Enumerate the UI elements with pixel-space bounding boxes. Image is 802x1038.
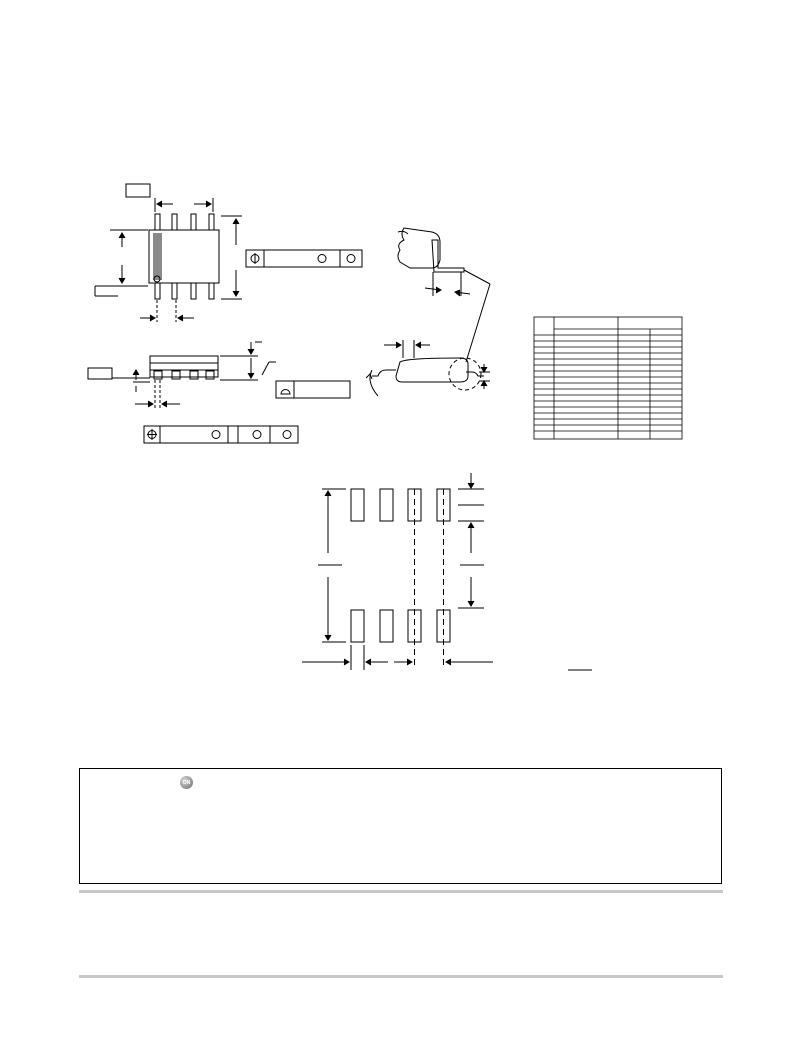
datum-tag-a <box>125 183 151 198</box>
pin1-marker <box>153 275 161 283</box>
top-view <box>94 183 242 322</box>
package-body-top <box>148 229 220 284</box>
logo-text: ON <box>182 779 191 786</box>
on-semiconductor-logo-icon: ON <box>180 776 193 789</box>
end-view <box>365 227 491 397</box>
contact-info-box <box>79 768 722 884</box>
pin1-stripe <box>153 233 162 280</box>
divider-rule-bottom <box>79 975 723 978</box>
detail-circle <box>448 357 482 391</box>
datum-tag-b <box>87 367 113 380</box>
side-view <box>87 341 276 408</box>
dimension-table <box>533 316 683 440</box>
feature-control-frame-2 <box>275 380 351 399</box>
feature-control-frame-3 <box>143 425 299 444</box>
soldering-footprint <box>302 473 592 671</box>
feature-control-frame-1 <box>245 249 363 268</box>
divider-rule-top <box>79 890 723 893</box>
